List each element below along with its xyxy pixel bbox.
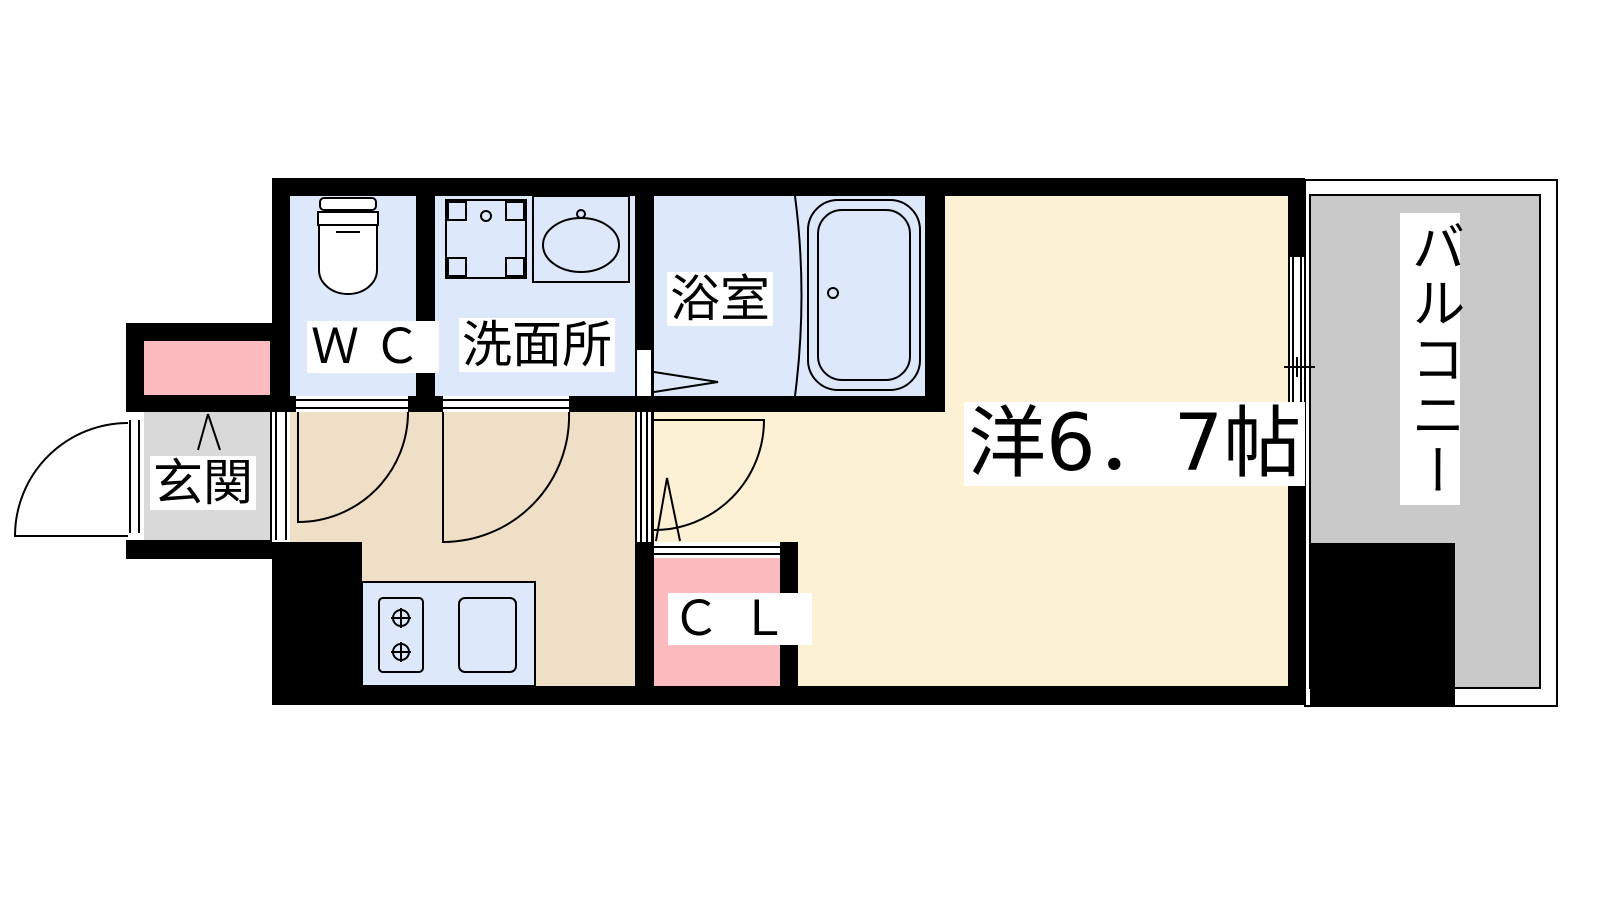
room-label-entrance: 玄関 — [150, 456, 256, 510]
kitchen-floor — [290, 412, 635, 542]
kitchen-counter — [361, 581, 536, 687]
hall-floor-strip — [654, 412, 798, 543]
room-label-wc: ＷＣ — [307, 321, 440, 373]
room-label-balcony: バルコニー — [1400, 213, 1465, 505]
washing-machine-icon — [445, 199, 527, 279]
room-label-washroom: 洗面所 — [459, 318, 615, 372]
room-label-closet: ＣＬ — [668, 593, 813, 645]
room-label-bathroom: 浴室 — [667, 272, 773, 326]
sink-icon — [532, 195, 630, 283]
wall-kitchen-step — [344, 542, 362, 705]
stove-icon — [378, 597, 424, 673]
bathtub-icon — [794, 195, 921, 397]
room-label-western-room: 洋6．7帖 — [964, 402, 1306, 486]
kitchen-sink-icon — [458, 597, 517, 673]
entrance-shoe-box — [144, 341, 270, 395]
toilet-icon — [317, 197, 379, 295]
door-swings — [13, 371, 766, 544]
